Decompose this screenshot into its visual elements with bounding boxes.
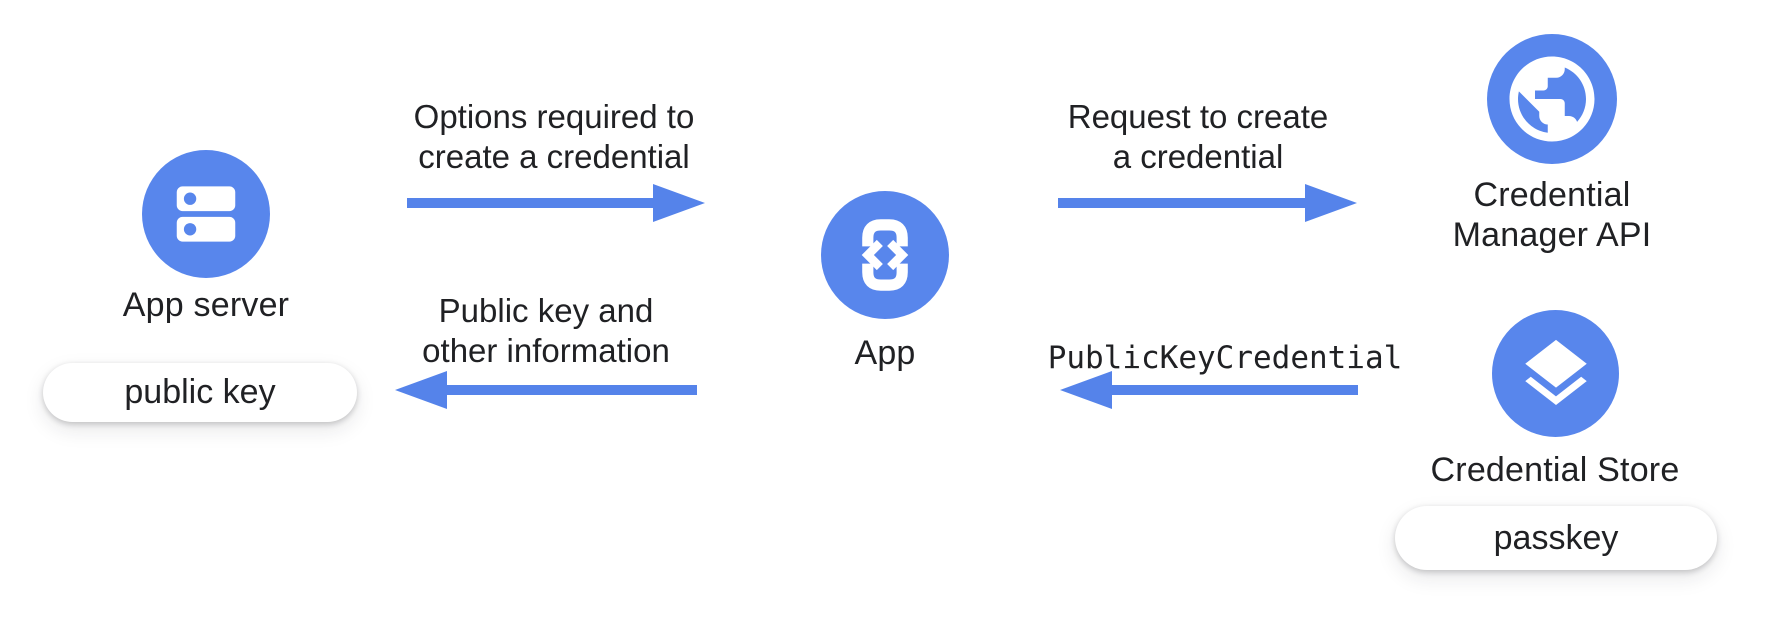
phone-code-icon [861,219,909,291]
passkey-pill-text: passkey [1493,518,1619,557]
arrow-shaft [407,198,659,208]
credential-store-label-text: Credential Store [1430,451,1680,489]
request-flow-label: Request to create a credential [1042,97,1354,177]
arrow-shaft [441,385,697,395]
public-key-credential-label: PublicKeyCredential [1035,338,1415,378]
options-flow-label-line1: Options required to [413,98,695,135]
passkey-pill: passkey [1395,506,1717,570]
public-key-return-flow-label: Public key and other information [390,291,702,371]
layers-icon [1524,339,1587,405]
arrow-shaft [1106,385,1358,395]
options-flow-label: Options required to create a credential [398,97,710,177]
public-key-credential-label-text: PublicKeyCredential [1047,340,1403,376]
credential-store-node [1492,310,1619,437]
public-key-return-label-line2: other information [422,332,670,369]
public-key-pill-text: public key [124,373,276,411]
public-key-pill: public key [43,363,357,422]
credential-manager-api-node [1487,34,1617,164]
app-label: App [735,333,1035,373]
app-server-label-text: App server [122,286,290,324]
options-arrow-right-icon [407,184,705,222]
credential-manager-api-label: Credential Manager API [1402,175,1702,255]
credential-store-label: Credential Store [1405,450,1705,490]
options-flow-label-line2: create a credential [418,138,690,175]
request-flow-label-line1: Request to create [1067,98,1329,135]
arrow-head [653,184,705,222]
public-key-credential-arrow-left-icon [1060,371,1358,409]
request-arrow-right-icon [1058,184,1357,222]
request-flow-label-line2: a credential [1112,138,1284,175]
app-label-text: App [854,334,916,372]
public-key-return-label-line1: Public key and [438,292,654,329]
credential-manager-api-label-line2: Manager API [1452,216,1652,254]
public-key-return-arrow-left-icon [395,371,697,409]
server-icon [176,186,236,242]
globe-icon [1509,56,1595,142]
app-node [821,191,949,319]
arrow-shaft [1058,198,1311,208]
arrow-head [1305,184,1357,222]
app-server-node [142,150,270,278]
credential-manager-api-label-line1: Credential [1473,176,1631,214]
app-server-label: App server [56,285,356,325]
arrow-head [1060,371,1112,409]
arrow-head [395,371,447,409]
